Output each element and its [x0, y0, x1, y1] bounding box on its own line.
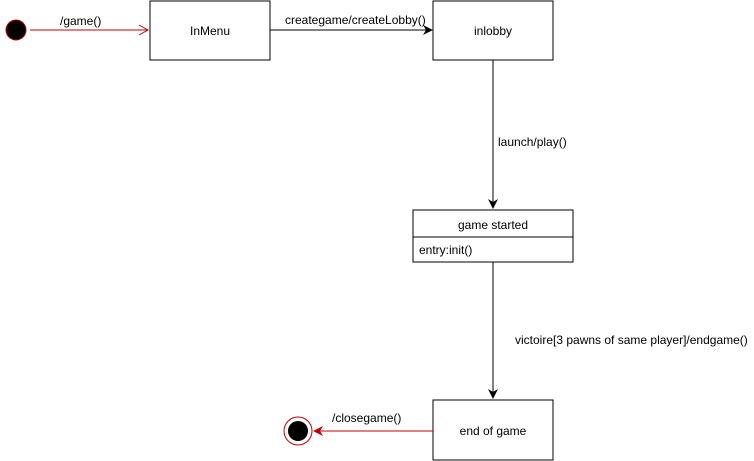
final-state [283, 416, 313, 446]
state-game-started-label: game started [458, 218, 528, 232]
initial-state [5, 19, 27, 41]
transition-label-game: /game() [60, 14, 101, 28]
state-in-menu: InMenu [149, 0, 271, 61]
state-game-started: game started entry:init() [412, 209, 574, 263]
state-in-lobby: inlobby [432, 0, 554, 61]
state-end-of-game-label: end of game [460, 424, 527, 438]
state-end-of-game: end of game [432, 399, 554, 461]
state-in-lobby-label: inlobby [474, 24, 512, 38]
transition-label-launch: launch/play() [498, 135, 567, 149]
transition-label-victoire: victoire[3 pawns of same player]/endgame… [515, 333, 748, 347]
state-in-menu-label: InMenu [190, 24, 230, 38]
transition-label-creategame: creategame/createLobby() [285, 13, 426, 27]
transition-label-closegame: /closegame() [332, 411, 401, 425]
state-game-started-entry: entry:init() [419, 243, 472, 257]
